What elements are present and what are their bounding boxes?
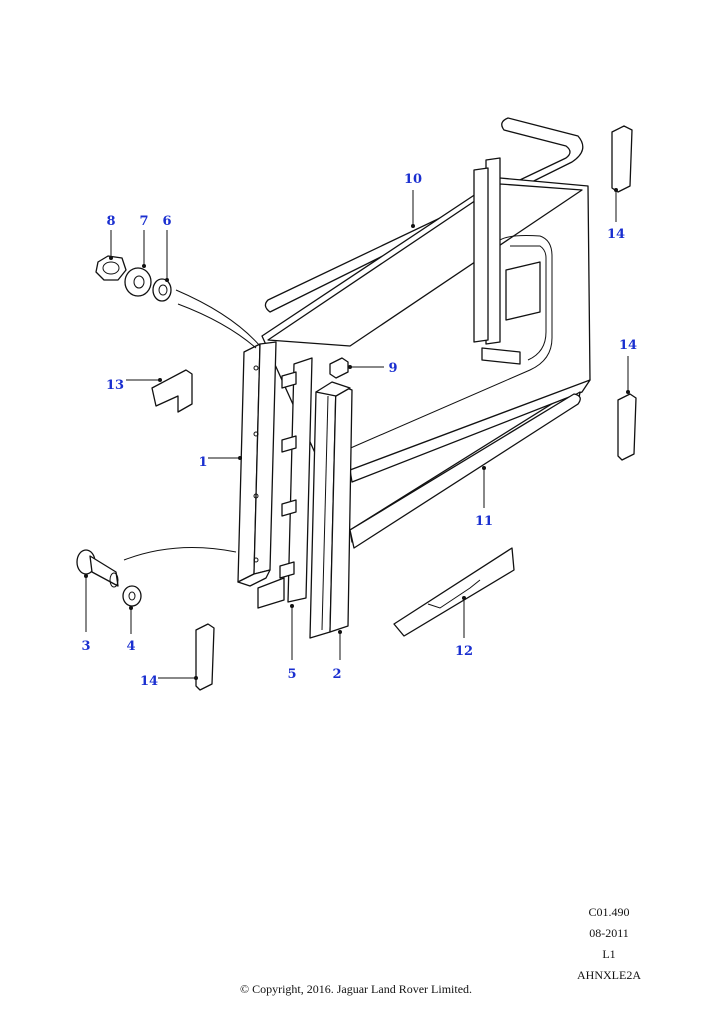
part-6-spring-washer — [152, 278, 172, 302]
callout-11: 11 — [475, 514, 493, 529]
callout-13: 13 — [106, 378, 124, 393]
callout-10: 10 — [404, 172, 422, 187]
callout-14-bottom: 14 — [140, 674, 158, 689]
part-2-right-channel — [309, 381, 353, 639]
callout-1: 1 — [198, 455, 207, 470]
part-9-clip — [329, 357, 349, 379]
diagram-reference-block: C01.490 08-2011 L1 AHNXLE2A — [564, 902, 654, 986]
part-13-bracket — [151, 369, 193, 413]
part-5-center-strip — [257, 357, 313, 609]
callout-14-top: 14 — [607, 227, 625, 242]
callout-5: 5 — [287, 667, 296, 682]
callout-3: 3 — [81, 639, 90, 654]
callout-2: 2 — [332, 667, 341, 682]
callout-4: 4 — [126, 639, 135, 654]
part-14-spacer-bottom — [195, 623, 215, 691]
callout-8: 8 — [106, 214, 115, 229]
callout-14-right: 14 — [619, 338, 637, 353]
callout-6: 6 — [162, 214, 171, 229]
callout-7: 7 — [139, 214, 148, 229]
diagram-ref: AHNXLE2A — [577, 968, 641, 982]
assembly-guide-lower — [123, 547, 237, 561]
leader-lines — [84, 188, 630, 680]
part-14-spacer-right — [617, 393, 637, 461]
part-3-stud — [76, 549, 119, 588]
assembly-guide-upper-2 — [177, 303, 257, 349]
assembly-guide-upper — [175, 289, 261, 347]
part-14-spacer-top — [611, 125, 633, 193]
callout-9: 9 — [388, 361, 397, 376]
part-10-upper-seal — [264, 117, 584, 313]
diagram-date: 08-2011 — [589, 926, 629, 940]
copyright-notice: © Copyright, 2016. Jaguar Land Rover Lim… — [239, 982, 473, 996]
callout-12: 12 — [455, 644, 473, 659]
part-4-washer — [122, 585, 142, 607]
diagram-level: L1 — [602, 947, 616, 961]
part-1-left-channel — [237, 341, 277, 587]
part-7-washer — [124, 267, 152, 297]
part-12-strip — [393, 547, 515, 637]
diagram-code: C01.490 — [588, 905, 630, 919]
part-11-lower-channel — [349, 393, 581, 549]
